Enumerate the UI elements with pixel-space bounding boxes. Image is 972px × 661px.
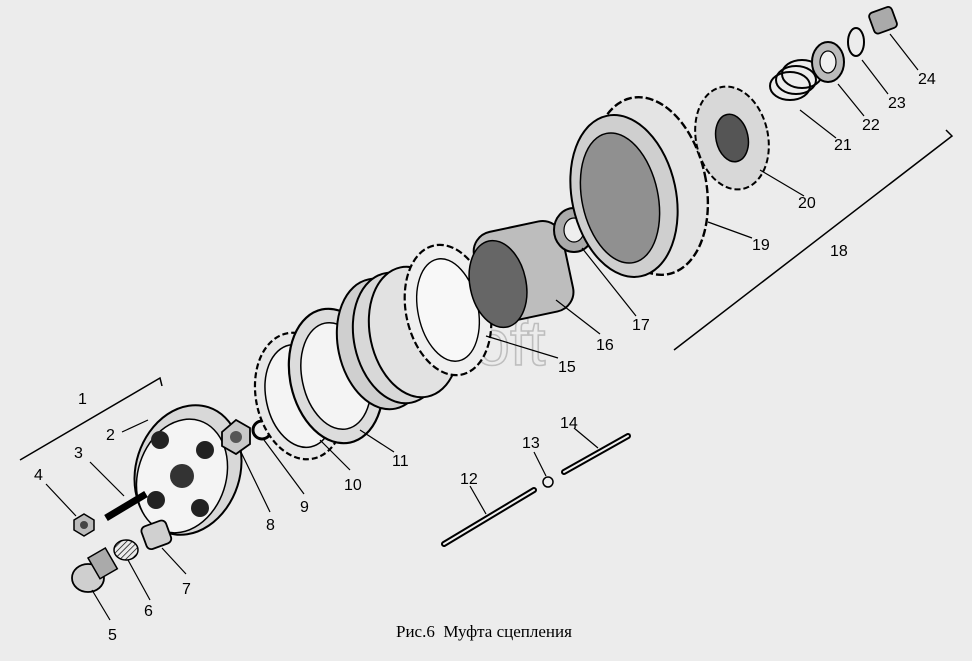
- callout-4: 4: [34, 467, 43, 484]
- seal-ring-part: [811, 41, 845, 83]
- sleeve-part: [140, 519, 173, 551]
- callout-12: 12: [460, 471, 478, 488]
- hex-nut-part: [221, 418, 251, 456]
- bracket-18: [673, 129, 954, 351]
- callout-3: 3: [74, 445, 83, 462]
- bracket-1: [19, 376, 163, 461]
- bushing-part: [868, 6, 898, 35]
- callout-14: 14: [560, 415, 578, 432]
- nut-small-part: [73, 513, 95, 537]
- pressure-disc-part: [133, 404, 243, 536]
- callout-22: 22: [862, 117, 880, 134]
- callout-16: 16: [596, 337, 614, 354]
- callout-23: 23: [888, 95, 906, 112]
- sprocket-part: [694, 85, 770, 191]
- drum-sprocket-part: [569, 96, 710, 278]
- ball-part: [542, 476, 554, 488]
- callout-1: 1: [78, 391, 87, 408]
- callout-11: 11: [392, 453, 409, 470]
- long-pin-part: [441, 487, 537, 547]
- callout-19: 19: [752, 237, 770, 254]
- callout-6: 6: [144, 603, 153, 620]
- bolt-part: [71, 546, 119, 593]
- callout-7: 7: [182, 581, 191, 598]
- callout-2: 2: [106, 427, 115, 444]
- spring-part: [113, 539, 139, 561]
- callout-8: 8: [266, 517, 275, 534]
- callout-9: 9: [300, 499, 309, 516]
- figure-caption: Рис.6 Муфта сцепления: [396, 622, 572, 641]
- leader-lines: [45, 33, 919, 621]
- splined-hub-part: [468, 220, 575, 329]
- callout-10: 10: [344, 477, 362, 494]
- callout-21: 21: [834, 137, 852, 154]
- short-pin-part: [561, 433, 631, 475]
- callout-24: 24: [918, 71, 936, 88]
- callout-13: 13: [522, 435, 540, 452]
- stud-part: [104, 490, 148, 522]
- callout-15: 15: [558, 359, 576, 376]
- callout-18: 18: [830, 243, 848, 260]
- callout-5: 5: [108, 627, 117, 644]
- callout-17: 17: [632, 317, 650, 334]
- snap-ring-part: [847, 27, 865, 57]
- callout-20: 20: [798, 195, 816, 212]
